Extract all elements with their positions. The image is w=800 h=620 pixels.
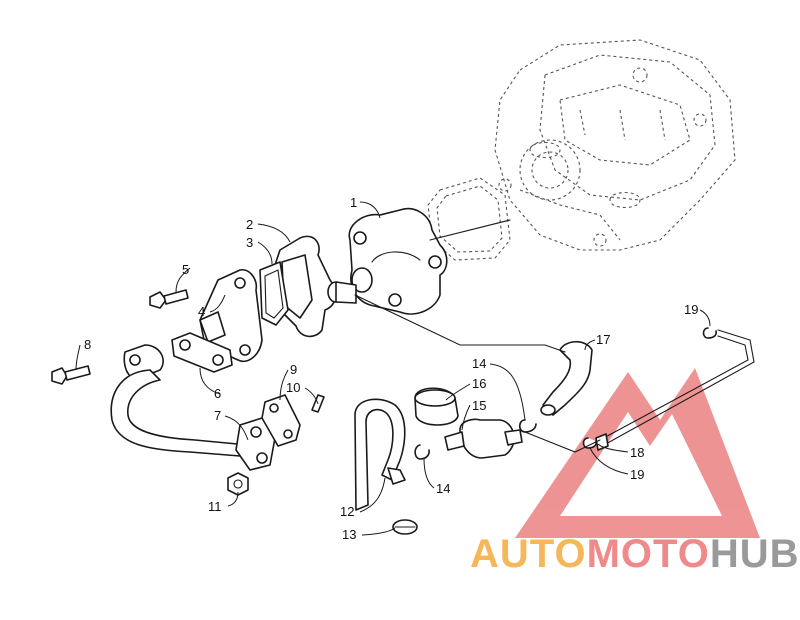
leader-lines <box>75 201 711 536</box>
callout-7: 7 <box>214 408 221 423</box>
callout-3: 3 <box>246 235 253 250</box>
part-14-clip-a <box>518 419 537 433</box>
callout-10: 10 <box>286 380 300 395</box>
callout-8: 8 <box>84 337 91 352</box>
part-6-gasket <box>171 332 233 373</box>
watermark-logo: AUTOMOTOHUB <box>470 532 800 577</box>
callout-19b: 19 <box>630 467 644 482</box>
part-5-bolt <box>149 289 189 309</box>
callout-15: 15 <box>472 398 486 413</box>
callout-9: 9 <box>290 362 297 377</box>
part-18-vent-line <box>595 329 755 451</box>
assembly-lines <box>354 219 601 453</box>
part-19-clip-a <box>702 327 717 339</box>
part-1-cover <box>348 208 448 315</box>
part-8-bolt <box>51 365 91 385</box>
part-13-clamp <box>392 519 418 535</box>
callout-18: 18 <box>630 445 644 460</box>
callout-6: 6 <box>214 386 221 401</box>
callout-4: 4 <box>198 304 205 319</box>
watermark-moto: MOTO <box>586 532 710 576</box>
part-16-sleeve <box>414 387 459 426</box>
callout-2: 2 <box>246 217 253 232</box>
part-19-clip-b <box>582 437 597 449</box>
callout-14a: 14 <box>472 356 486 371</box>
part-4-spacer <box>199 269 263 362</box>
watermark-auto: AUTO <box>470 532 587 576</box>
part-11-nut <box>227 472 249 496</box>
callout-1: 1 <box>350 195 357 210</box>
part-15-filter <box>444 418 523 459</box>
callout-12: 12 <box>340 504 354 519</box>
watermark-hub: HUB <box>709 532 800 576</box>
callout-17: 17 <box>596 332 610 347</box>
callout-16: 16 <box>472 376 486 391</box>
callout-19a: 19 <box>684 302 698 317</box>
part-7-pipe <box>110 344 276 471</box>
part-12-hose <box>354 398 406 511</box>
engine-head <box>494 39 736 251</box>
part-3-gasket <box>259 261 289 326</box>
callout-5: 5 <box>182 262 189 277</box>
callout-11: 11 <box>208 499 222 514</box>
part-17-elbow-hose <box>540 340 593 416</box>
watermark-triangle <box>515 368 760 538</box>
callouts: 1 2 3 4 5 6 7 8 9 10 11 12 13 14 14 15 1… <box>84 195 698 542</box>
callout-13: 13 <box>342 527 356 542</box>
part-9-flange <box>261 394 301 447</box>
part-14-clip-b <box>414 444 430 460</box>
callout-14b: 14 <box>436 481 450 496</box>
gasket <box>427 177 511 261</box>
